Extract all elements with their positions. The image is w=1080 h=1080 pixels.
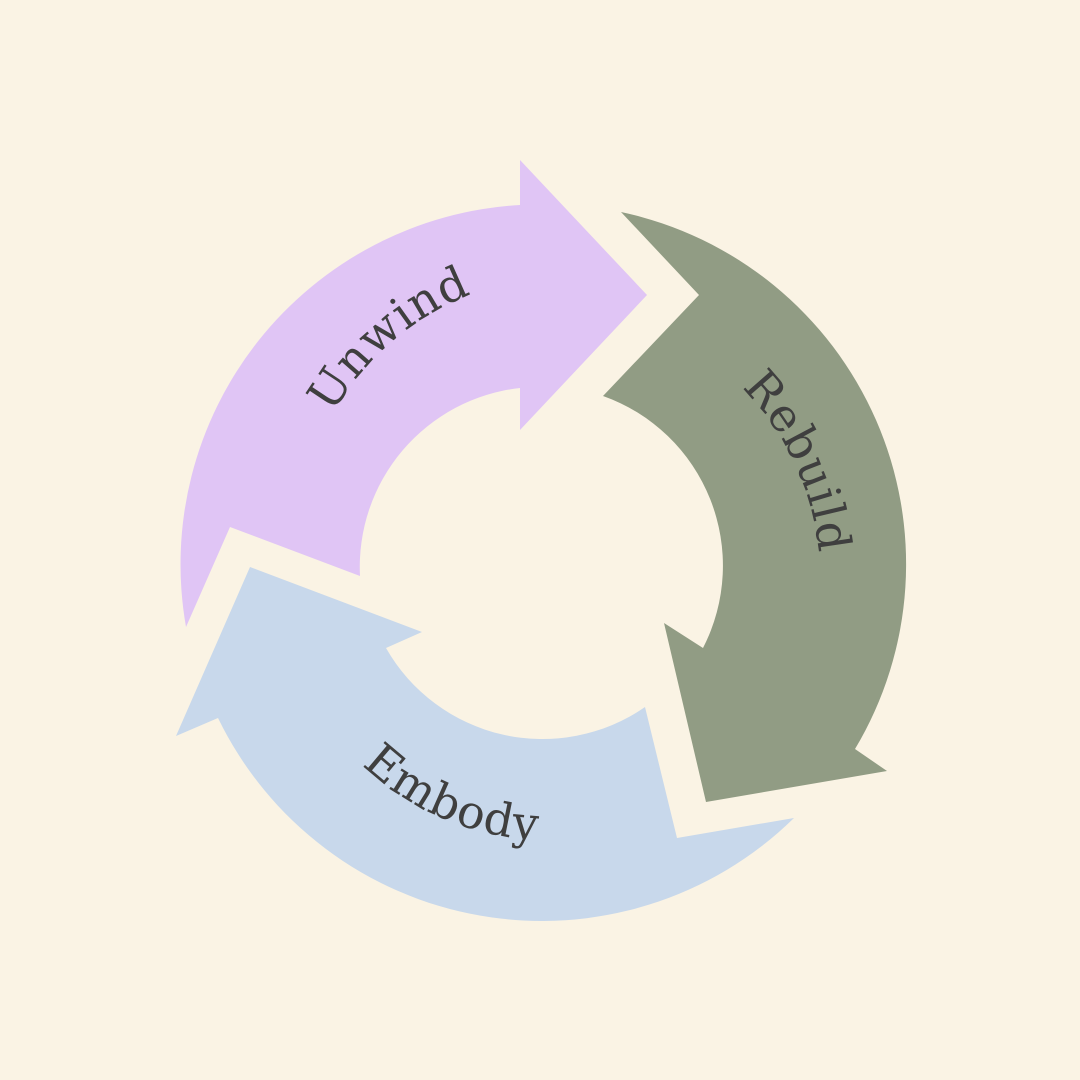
- arrow-rebuild: [603, 212, 907, 802]
- arrow-embody: [176, 567, 794, 921]
- arrow-unwind: [180, 160, 647, 627]
